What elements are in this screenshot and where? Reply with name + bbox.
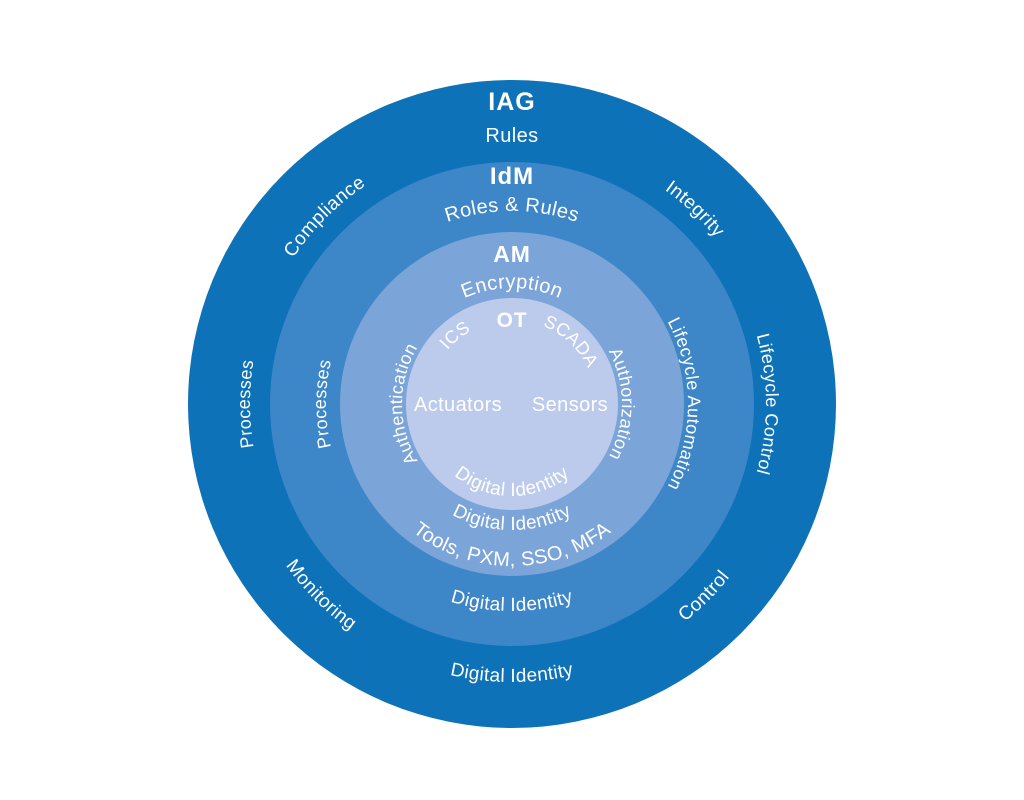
idm-title: IdM (490, 163, 534, 190)
iag-title: IAG (488, 88, 535, 116)
am-title: AM (493, 241, 531, 267)
circle-ot (406, 298, 618, 510)
iag-label-processes: Processes (234, 358, 258, 449)
ot-label-actuators: Actuators (414, 394, 502, 416)
ot-label-sensors: Sensors (532, 394, 608, 416)
ot-title: OT (497, 309, 528, 332)
iag-subtitle: Rules (485, 125, 538, 147)
